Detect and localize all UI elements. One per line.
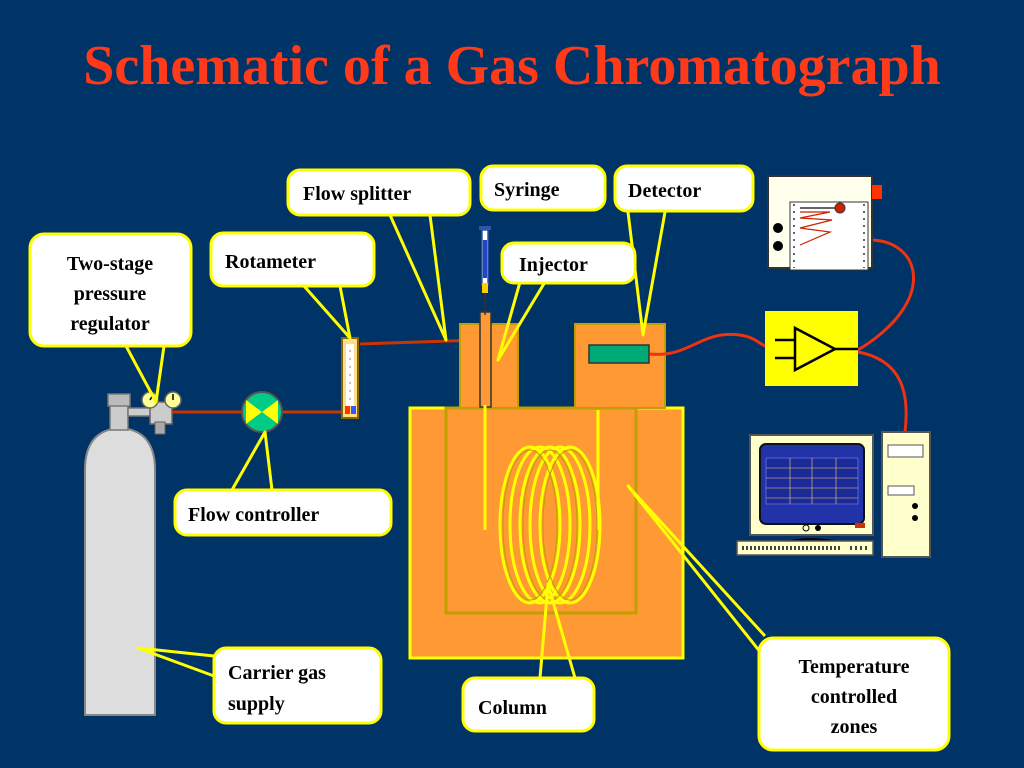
callout-carrier-gas-line1: Carrier gas [228, 662, 326, 684]
detector-block [574, 323, 666, 409]
chart-recorder [767, 175, 882, 271]
data-computer [736, 431, 931, 558]
injector-port [479, 311, 492, 408]
column-oven [408, 406, 685, 660]
carrier-gas-line [172, 338, 481, 414]
callout-injector: Injector [500, 241, 637, 285]
column-coil-shadow [502, 449, 598, 601]
rotameter-tube [341, 337, 359, 419]
flow-controller-valve [241, 391, 283, 433]
callout-carrier-gas-line2: supply [228, 693, 285, 715]
callout-injector-label: Injector [519, 254, 588, 276]
callout-detector-label: Detector [628, 180, 701, 202]
callout-regulator: Two-stage pressure regulator [28, 232, 193, 348]
callout-temperature-line2: controlled [811, 686, 897, 708]
callout-carrier-gas: Carrier gas supply [212, 646, 383, 725]
callout-regulator-line2: pressure [74, 283, 147, 305]
callout-syringe-label: Syringe [494, 179, 560, 201]
callout-regulator-line3: regulator [70, 313, 150, 335]
callout-regulator-line1: Two-stage [67, 253, 153, 275]
callout-temperature-line1: Temperature [798, 656, 909, 678]
callout-flow-splitter-label: Flow splitter [303, 183, 411, 205]
detector-signal-wires [649, 238, 915, 433]
signal-amplifier [765, 311, 858, 386]
callout-flow-controller-label: Flow controller [188, 504, 319, 526]
callout-rotameter: Rotameter [209, 231, 376, 288]
syringe [479, 226, 491, 315]
callout-temperature-line3: zones [831, 716, 878, 738]
column-coil [483, 405, 602, 605]
page-title: Schematic of a Gas Chromatograph [83, 35, 941, 97]
callout-detector: Detector [613, 164, 755, 213]
callout-column-label: Column [478, 697, 547, 719]
callout-flow-splitter: Flow splitter [286, 168, 472, 217]
callout-syringe: Syringe [479, 164, 607, 212]
callout-flow-controller: Flow controller [173, 488, 393, 537]
carrier-gas-cylinder [84, 393, 159, 716]
callout-rotameter-label: Rotameter [225, 251, 316, 273]
callout-temperature-zones: Temperature controlled zones [757, 636, 951, 752]
callout-column: Column [461, 676, 596, 733]
